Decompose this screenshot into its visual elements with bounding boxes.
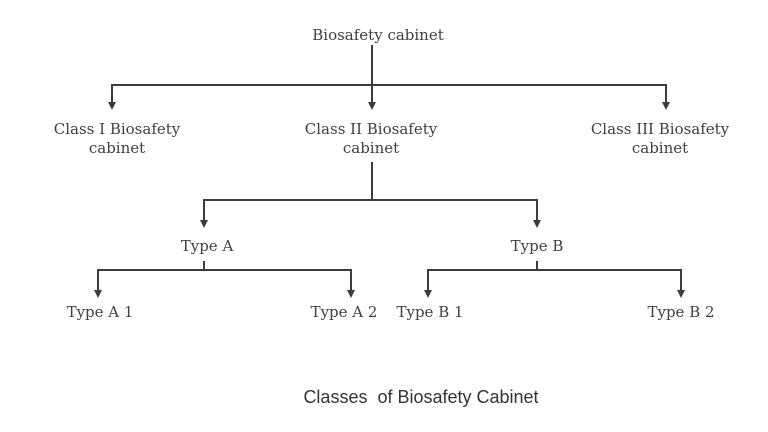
node-biosafety-cabinet: Biosafety cabinet — [312, 26, 444, 44]
connector-root-stem — [371, 45, 373, 85]
arrow-down-icon — [108, 102, 116, 110]
arrow-down-icon — [677, 290, 685, 298]
connector-type-b2-stem — [680, 269, 682, 290]
arrow-down-icon — [94, 290, 102, 298]
arrow-down-icon — [662, 102, 670, 110]
node-type-b2: Type B 2 — [647, 303, 715, 321]
node-class-ii-biosafety-cabinet: Class II Biosafety cabinet — [304, 120, 438, 157]
connector-type-b1-stem — [427, 269, 429, 290]
connector-type-a-stem — [203, 199, 205, 220]
connector-type-a1-stem — [97, 269, 99, 290]
node-type-a2: Type A 2 — [310, 303, 378, 321]
connector-type-b-stem — [536, 199, 538, 220]
node-class-i-biosafety-cabinet: Class I Biosafety cabinet — [53, 120, 181, 157]
connector-type-rail — [204, 199, 537, 201]
node-type-b: Type B — [510, 237, 564, 255]
node-type-a: Type A — [180, 237, 234, 255]
connector-class-ii-stem — [371, 84, 373, 102]
connector-class-iii-stem — [665, 84, 667, 102]
connector-type-b-rail — [428, 269, 681, 271]
connector-type-a-rail — [98, 269, 351, 271]
arrow-down-icon — [200, 220, 208, 228]
arrow-down-icon — [424, 290, 432, 298]
connector-type-b-stub — [536, 261, 538, 270]
node-type-b1: Type B 1 — [396, 303, 464, 321]
connector-level2-rail — [112, 84, 667, 86]
connector-type-a2-stem — [350, 269, 352, 290]
connector-type-a-stub — [203, 261, 205, 270]
connector-class-ii-down — [371, 162, 373, 200]
diagram-caption: Classes of Biosafety Cabinet — [303, 387, 539, 407]
node-class-iii-biosafety-cabinet: Class III Biosafety cabinet — [590, 120, 730, 157]
arrow-down-icon — [533, 220, 541, 228]
connector-class-i-stem — [111, 84, 113, 102]
arrow-down-icon — [368, 102, 376, 110]
arrow-down-icon — [347, 290, 355, 298]
node-type-a1: Type A 1 — [66, 303, 134, 321]
